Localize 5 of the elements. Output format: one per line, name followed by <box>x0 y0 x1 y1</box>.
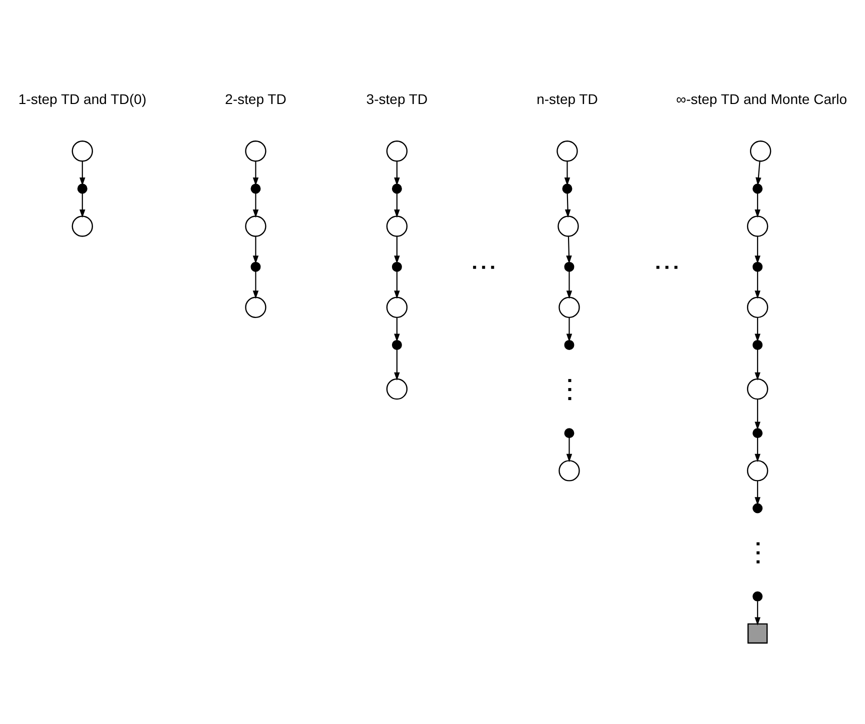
label: 1-step TD and TD(0) <box>18 90 146 106</box>
label: 2-step TD <box>225 90 286 106</box>
label: n-step TD <box>536 90 598 106</box>
label: 3-step TD <box>366 90 428 106</box>
label: ∞-step TD and Monte Carlo <box>676 90 848 106</box>
